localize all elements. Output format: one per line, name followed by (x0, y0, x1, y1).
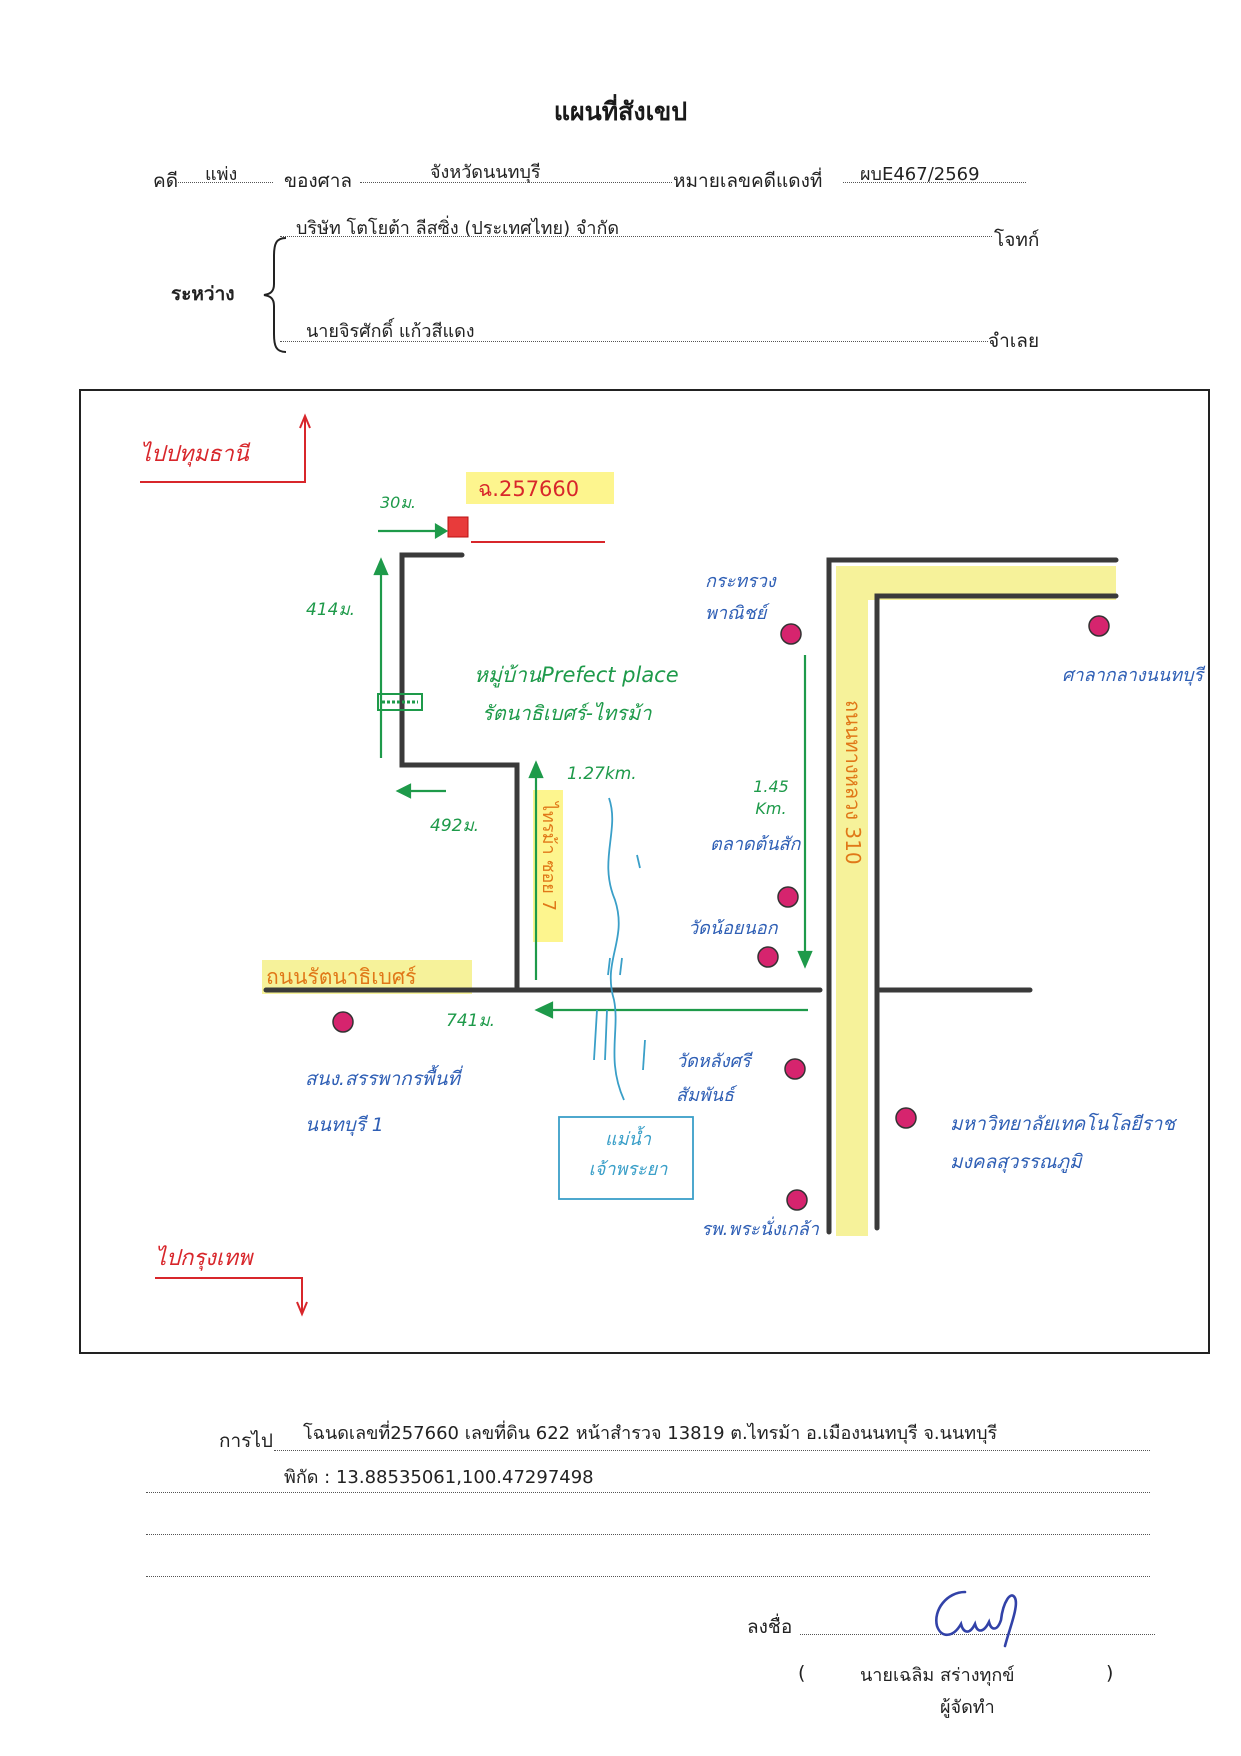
signer-close-paren: ) (1106, 1662, 1114, 1684)
plaintiff-name: บริษัท โตโยต้า ลีสซิ่ง (ประเทศไทย) จำกัด (296, 218, 620, 239)
sai-ma-road-label: ไทรม้า ซอย 7 (538, 802, 559, 912)
target-marker (447, 516, 469, 538)
case-type-line (178, 162, 273, 183)
poi-university: มหาวิทยาลัยเทคโนโลยีราชมงคลสุวรรณภูมิ (950, 1113, 1176, 1173)
poi-watlang: วัดหลังศรีสัมพันธ์ (676, 1051, 751, 1106)
plaintiff-role: โจทก์ (994, 229, 1040, 251)
dist-414m: 414ม. (306, 600, 356, 620)
sign-label: ลงชื่อ (747, 1616, 793, 1638)
red-case-line (843, 162, 1026, 183)
marker-watnoi (757, 946, 779, 968)
signer-name: นายเฉลิม สร่างทุกข์ (860, 1665, 1015, 1686)
river-label: แม่น้ำเจ้าพระยา (588, 1129, 668, 1180)
marker-talad (777, 886, 799, 908)
dist-30m: 30ม. (380, 493, 416, 512)
court-line (360, 162, 672, 183)
defendant-name: นายจิรศักดิ์ แก้วสีแดง (306, 321, 475, 342)
village-name: หมู่บ้านPrefect place (474, 663, 679, 687)
soi-highlight (533, 790, 563, 942)
page-title: แผนที่สังเขป (553, 97, 688, 126)
sign-line (800, 1620, 1155, 1635)
defendant-role: จำเลย (988, 330, 1040, 352)
deed-highlight (466, 472, 614, 504)
map-frame (79, 389, 1210, 1354)
court-name: จังหวัดนนทบุรี (430, 162, 541, 183)
dist-145km: 1.45 Km. (753, 777, 789, 818)
signer-open-paren: ( (798, 1662, 806, 1684)
poi-hall: ศาลากลางนนทบุรี (1062, 665, 1204, 686)
route-text-2: พิกัด : 13.88535061,100.47297498 (284, 1467, 594, 1488)
to-pathum-label: ไปปทุมธานี (140, 442, 249, 467)
dist-741m: 741ม. (446, 1011, 496, 1031)
route-line-2 (146, 1478, 1150, 1493)
poi-revenue: สนง.สรรพากรพื้นที่นนทบุรี 1 (305, 1068, 460, 1136)
ratanathibet-road-label: ถนนรัตนาธิเบศร์ (266, 965, 417, 989)
signer-role: ผู้จัดทำ (940, 1697, 995, 1718)
route-line-1 (274, 1432, 1150, 1451)
between-label: ระหว่าง (171, 283, 235, 305)
poi-hospital: รพ.พระนั่งเกล้า (701, 1219, 819, 1240)
river-line-1 (607, 797, 625, 1101)
arrow-to-bangkok (155, 1277, 303, 1312)
marker-commerce (780, 623, 802, 645)
plaintiff-line (280, 216, 992, 237)
dist-127km: 1.27km. (567, 764, 637, 784)
brace (263, 237, 287, 353)
poi-watnoi: วัดน้อยนอก (688, 918, 778, 939)
highway-highlight (836, 566, 868, 1236)
route-line-3 (146, 1520, 1150, 1535)
marker-university (895, 1107, 917, 1129)
village-road: รัตนาธิเบศร์-ไทรม้า (482, 701, 652, 725)
highway-outer (826, 557, 1119, 1235)
route-text-1: โฉนดเลขที่257660 เลขที่ดิน 622 หน้าสำรวจ… (303, 1423, 998, 1444)
marker-hospital (786, 1189, 808, 1211)
gate-symbol (377, 693, 423, 711)
dist-492m: 492ม. (430, 816, 480, 836)
poi-talad: ตลาดต้นสัก (710, 834, 801, 855)
deed-label: ฉ.257660 (478, 477, 580, 501)
poi-commerce: กระทรวงพาณิชย์ (705, 571, 776, 624)
highway-label: ถนนทางหลวง 310 (841, 700, 865, 865)
soi-road (399, 552, 520, 991)
court-label: ของศาล (284, 170, 353, 192)
marker-watlang (784, 1058, 806, 1080)
marker-revenue (332, 1011, 354, 1033)
river-label-box (558, 1116, 694, 1200)
route-line-4 (146, 1562, 1150, 1577)
red-case-label: หมายเลขคดีแดงที่ (673, 170, 823, 192)
case-label: คดี (153, 170, 179, 192)
highway-inner (874, 593, 1119, 1231)
signature (935, 1590, 1018, 1648)
defendant-line (280, 321, 988, 342)
case-type: แพ่ง (205, 164, 238, 185)
route-label: การไป (219, 1430, 273, 1452)
red-case-number: ผบE467/2569 (860, 164, 980, 185)
marker-hall (1088, 615, 1110, 637)
to-bangkok-label: ไปกรุงเทพ (155, 1246, 253, 1271)
arrow-to-pathum (140, 418, 306, 483)
